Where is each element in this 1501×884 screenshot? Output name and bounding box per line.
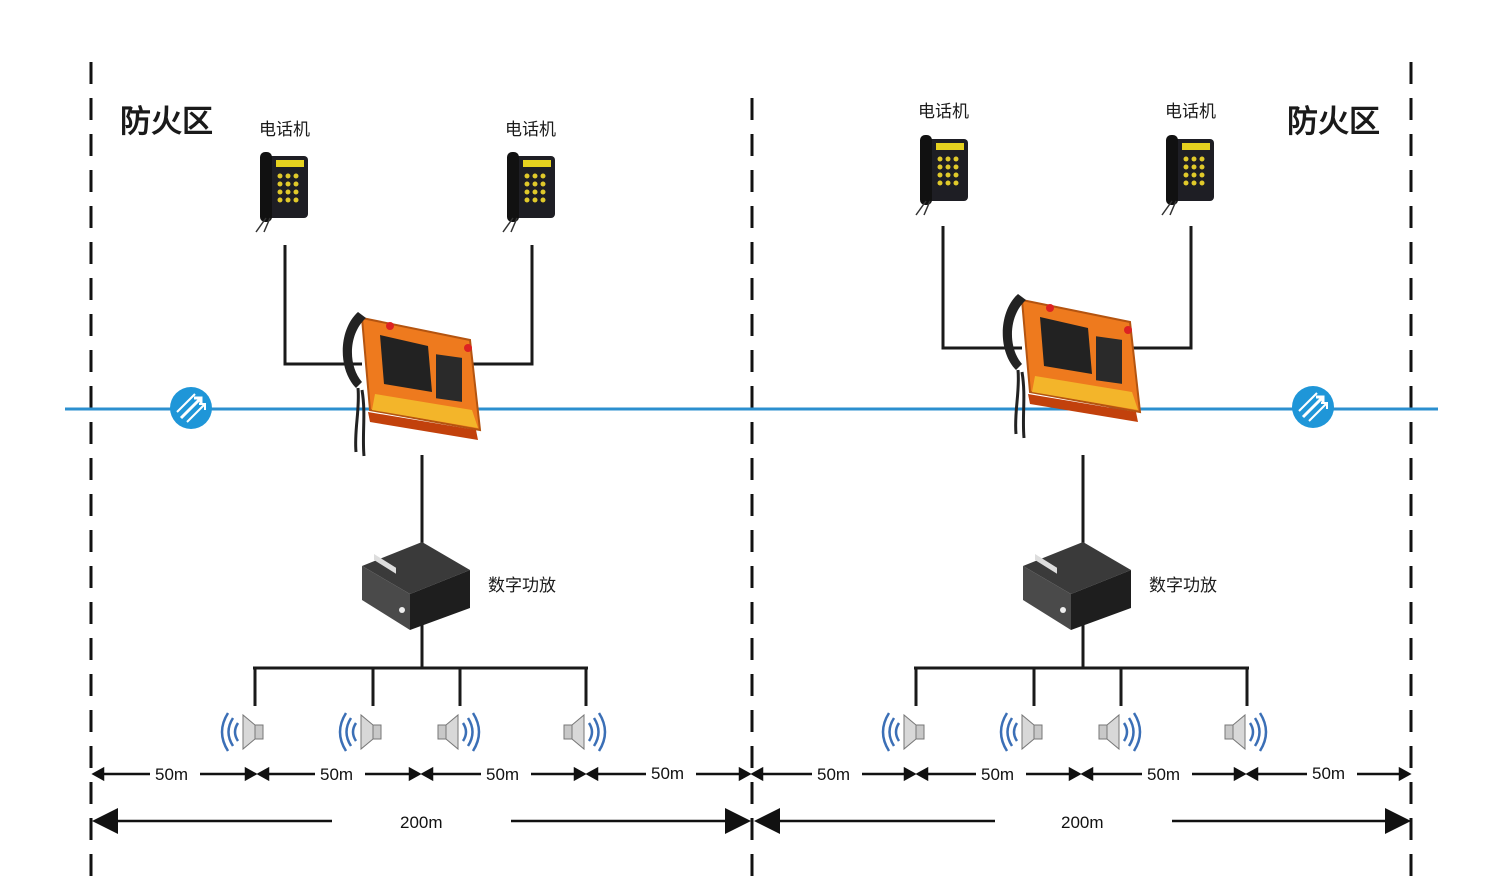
emergency-console-icon [341,310,482,458]
zone-label: 防火区 [1287,104,1380,140]
dimension-arrow [408,766,422,782]
zone-label: 防火区 [120,104,213,140]
segment-length-label: 50m [486,765,519,784]
phone-connector-lines [253,245,588,706]
amplifier-label: 数字功放 [488,576,556,596]
dimension-arrow [1245,766,1259,782]
dimension-arrow [256,766,270,782]
dimension-arrow [244,766,258,782]
dimension-arrow [915,766,929,782]
telephone-icon [502,151,556,233]
network-node-icon [1290,384,1336,430]
amplifier-icon [362,542,470,630]
dimension-arrow [750,766,764,782]
speaker-icon [881,711,926,753]
telephone-icon [255,151,309,233]
speaker-icon [338,711,383,753]
zone-total-length-label: 200m [400,813,443,832]
speaker-icon [1223,711,1268,753]
phone-label: 电话机 [918,102,969,122]
total-dimension-arrows [92,808,1411,834]
telephone-icon [1161,134,1215,216]
amplifier-icon [1023,542,1131,630]
dimension-arrow [1080,766,1094,782]
segment-length-label: 50m [817,765,850,784]
network-node-icon [168,385,214,431]
dimension-arrow [738,766,752,782]
segment-length-label: 50m [651,764,684,783]
zone-total-length-label: 200m [1061,813,1104,832]
segment-length-label: 50m [320,765,353,784]
speaker-icon [562,711,607,753]
phone-label: 电话机 [1165,102,1216,122]
dimension-arrow [573,766,587,782]
dimension-arrow [1398,766,1412,782]
dimension-arrow [91,766,105,782]
segment-length-label: 50m [1312,764,1345,783]
dimension-arrow [585,766,599,782]
segment-length-label: 50m [981,765,1014,784]
speaker-icon [436,711,481,753]
dimension-arrow [420,766,434,782]
segment-dimension-lines [91,766,1412,782]
phone-connector-lines [914,226,1249,706]
phone-label: 电话机 [505,120,556,140]
dimension-arrow [903,766,917,782]
dimension-arrow [1068,766,1082,782]
speaker-icon [999,711,1044,753]
phone-label: 电话机 [259,120,310,140]
segment-length-label: 50m [155,765,188,784]
speaker-icon [1097,711,1142,753]
amplifier-label: 数字功放 [1149,576,1217,596]
dimension-arrow [1233,766,1247,782]
emergency-console-icon [1001,292,1142,440]
telephone-icon [915,134,969,216]
speaker-icon [220,711,265,753]
segment-length-label: 50m [1147,765,1180,784]
